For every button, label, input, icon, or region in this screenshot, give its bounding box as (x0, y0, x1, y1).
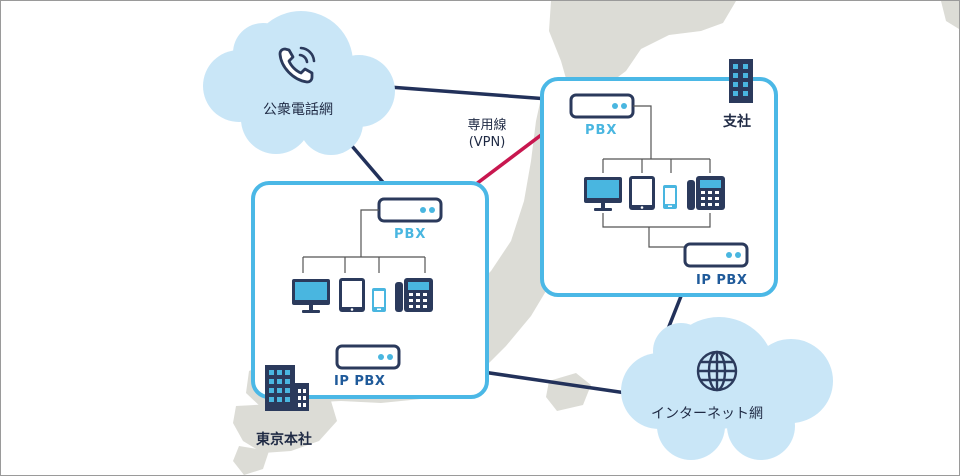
hq-desk-phone-icon (395, 278, 433, 312)
phone-icon (278, 46, 316, 84)
branch-label: 支社 (723, 114, 751, 130)
hq-smartphone-icon (372, 288, 386, 312)
public-network-cloud (203, 11, 395, 155)
branch-site-box (540, 77, 778, 297)
branch-wiring (602, 105, 711, 248)
branch-desk-phone-icon (687, 176, 725, 210)
branch-pbx-device-icon (569, 93, 635, 119)
branch-tablet-icon (629, 176, 655, 210)
vpn-label-line2: (VPN) (468, 135, 506, 150)
internet-cloud (621, 317, 833, 460)
globe-icon (696, 350, 738, 392)
vpn-label-line1: 専用線 (467, 118, 507, 133)
internet-label: インターネット網 (651, 406, 763, 422)
hq-pbx-device-icon (377, 197, 443, 223)
branch-ip-pbx-device-icon (683, 242, 749, 268)
vpn-label: 専用線 (VPN) (451, 117, 523, 151)
hq-pbx-label: PBX (394, 227, 427, 242)
hq-ip-pbx-device-icon (335, 344, 401, 370)
public-network-label: 公衆電話網 (263, 102, 333, 118)
branch-smartphone-icon (663, 185, 677, 209)
hq-wiring (302, 209, 426, 273)
hq-tablet-icon (339, 278, 365, 312)
hq-ip-pbx-label: IP PBX (334, 374, 386, 389)
hq-label: 東京本社 (256, 432, 312, 448)
branch-ip-pbx-label: IP PBX (696, 273, 748, 288)
hq-building-icon (265, 365, 309, 411)
hq-site-box (251, 181, 489, 399)
branch-pbx-label: PBX (585, 123, 618, 138)
branch-building-icon (729, 59, 753, 103)
